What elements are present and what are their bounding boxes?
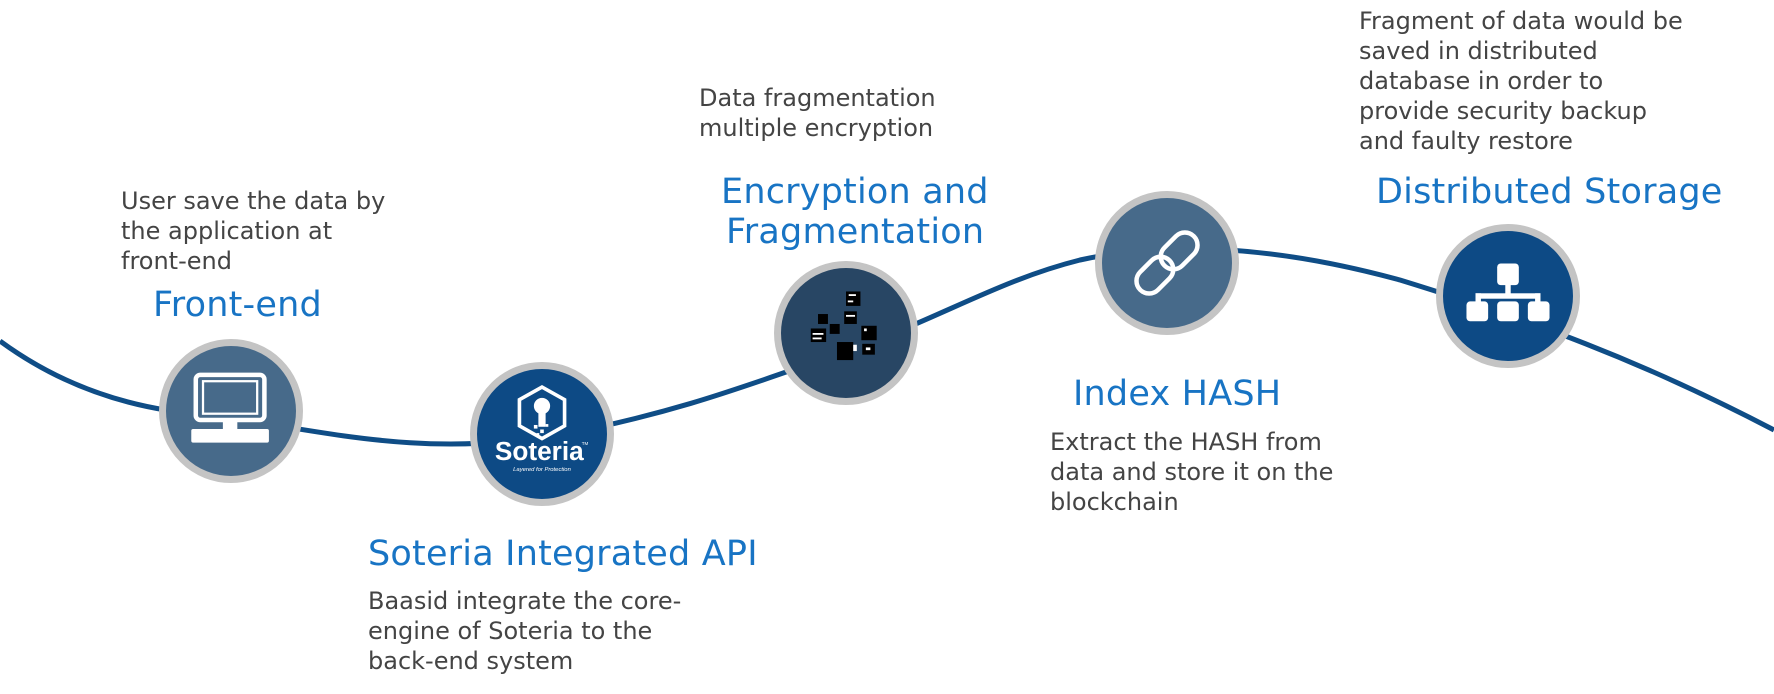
- computer-monitor-icon: [191, 372, 269, 443]
- index-hash-node: [1095, 191, 1239, 335]
- soteria-logo-name: Soteria: [495, 436, 584, 466]
- network-hierarchy-icon: [1466, 263, 1550, 322]
- distributed-storage-description: Fragment of data would be saved in distr…: [1359, 7, 1683, 155]
- soteria-logo-tagline: Layered for Protection: [513, 467, 571, 473]
- encryption-node: [774, 261, 918, 405]
- encryption-title-line-1: Encryption and: [721, 172, 989, 212]
- data-fragments-icon: [810, 291, 877, 361]
- front-end-description: User save the data by the application at…: [121, 187, 386, 275]
- soteria-api-description: Baasid integrate the core- engine of Sot…: [368, 587, 682, 675]
- front-end-node: [159, 339, 303, 483]
- soteria-api-title: Soteria Integrated API: [368, 534, 758, 574]
- soteria-api-node: Soteria TM Layered for Protection: [470, 362, 614, 506]
- front-end-title: Front-end: [153, 285, 322, 325]
- distributed-storage-title: Distributed Storage: [1376, 172, 1723, 212]
- encryption-title-line-2: Fragmentation: [726, 212, 985, 252]
- index-hash-title: Index HASH: [1073, 374, 1282, 414]
- soteria-logo-tm: TM: [582, 441, 589, 446]
- index-hash-description: Extract the HASH from data and store it …: [1050, 428, 1334, 516]
- chain-link-icon: [1134, 230, 1200, 296]
- encryption-description: Data fragmentation multiple encryption: [699, 84, 936, 142]
- distributed-storage-node: [1436, 224, 1580, 368]
- soteria-logo: Soteria TM Layered for Protection: [495, 384, 589, 473]
